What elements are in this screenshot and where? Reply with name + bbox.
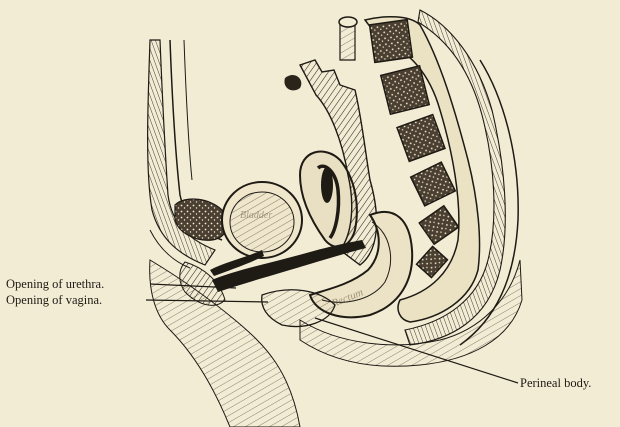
bladder-engraved-word: Bladder — [240, 210, 272, 221]
label-opening-of-vagina: Opening of vagina. — [6, 293, 102, 307]
label-perineal-body: Perineal body. — [520, 376, 591, 390]
label-opening-of-urethra: Opening of urethra. — [6, 277, 104, 291]
